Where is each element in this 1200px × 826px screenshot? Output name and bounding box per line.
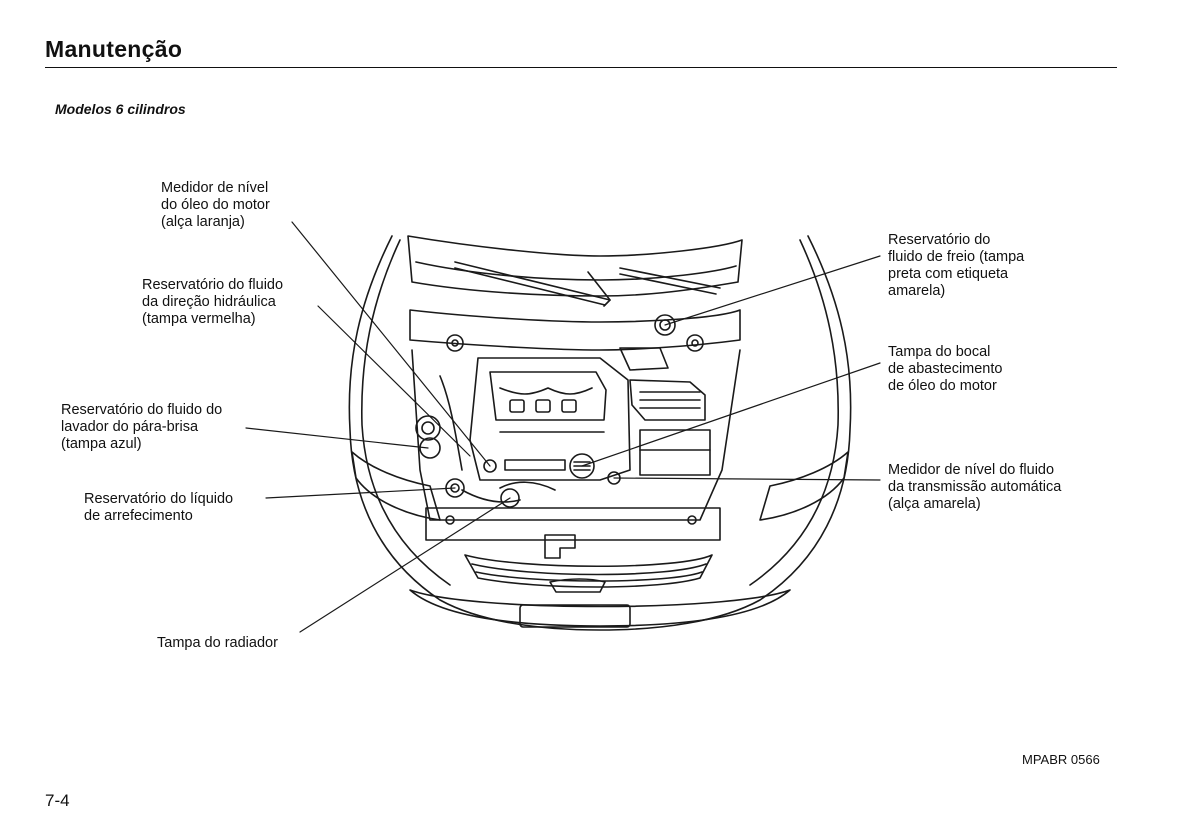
callout-brake-fluid-reservoir: Reservatório do fluido de freio (tampa p… <box>888 232 1024 300</box>
leader-brake <box>664 255 881 326</box>
callout-power-steering-reservoir: Reservatório do fluido da direção hidráu… <box>142 277 283 328</box>
callout-line: Reservatório do fluido do <box>61 402 223 418</box>
leader-washer <box>245 427 429 449</box>
callout-line: amarela) <box>888 283 946 299</box>
wiper-left <box>454 261 611 301</box>
engine-bay-outline <box>411 349 741 521</box>
page-title: Manutenção <box>45 36 183 62</box>
cowl <box>409 309 741 351</box>
callout-line: Reservatório do líquido <box>84 491 234 507</box>
hood-latch <box>544 534 576 559</box>
engine-block <box>469 357 631 481</box>
callout-line: de abastecimento <box>888 361 1003 377</box>
callout-line: Medidor de nível <box>161 180 269 196</box>
leader-oil-filler <box>581 362 881 467</box>
radiator-support <box>425 507 721 541</box>
callout-line: Tampa do radiador <box>157 635 278 651</box>
oil-dipstick-handle <box>483 459 497 473</box>
oil-filler-cap <box>569 453 595 479</box>
callout-line: Reservatório do <box>888 232 991 248</box>
callout-line: preta com etiqueta <box>888 266 1009 282</box>
grille <box>464 554 713 588</box>
callout-line: Medidor de nível do fluido <box>888 462 1055 478</box>
wiper-right <box>619 267 721 289</box>
leader-oil-dipstick <box>291 221 491 467</box>
front-bumper <box>409 589 791 627</box>
leader-atf <box>613 477 881 481</box>
title-divider <box>45 67 1117 68</box>
washer-reservoir-cap <box>415 415 441 441</box>
brake-reservoir-cap <box>654 314 676 336</box>
figure-code: MPABR 0566 <box>1022 752 1100 767</box>
callout-line: (alça amarela) <box>888 496 981 512</box>
battery <box>639 429 711 476</box>
callout-line: (alça laranja) <box>161 214 245 230</box>
callout-line: fluido de freio (tampa <box>888 249 1025 265</box>
callout-line: de óleo do motor <box>888 378 997 394</box>
callout-line: da transmissão automática <box>888 479 1062 495</box>
callout-atf-dipstick: Medidor de nível do fluido da transmissã… <box>888 462 1061 513</box>
callout-washer-reservoir: Reservatório do fluido do lavador do pár… <box>61 402 222 453</box>
callout-oil-filler-cap: Tampa do bocal de abastecimento de óleo … <box>888 344 1002 395</box>
section-heading: Modelos 6 cilindros <box>55 101 186 117</box>
callout-radiator-cap: Tampa do radiador <box>157 635 278 652</box>
callout-line: de arrefecimento <box>84 508 193 524</box>
air-intake <box>629 379 706 421</box>
callout-line: do óleo do motor <box>161 197 270 213</box>
leader-radiator <box>299 497 511 633</box>
callout-line: Tampa do bocal <box>888 344 991 360</box>
hood <box>407 235 743 297</box>
callout-line: da direção hidráulica <box>142 294 276 310</box>
callout-line: (tampa vermelha) <box>142 311 256 327</box>
radiator-cap <box>500 488 520 508</box>
license-plate-area <box>519 604 631 628</box>
callout-line: (tampa azul) <box>61 436 142 452</box>
car-body-outline <box>348 235 852 631</box>
callout-coolant-reservoir: Reservatório do líquido de arrefecimento <box>84 491 233 525</box>
page-number: 7-4 <box>45 791 70 810</box>
headlight-right <box>759 451 849 521</box>
callout-line: Reservatório do fluido <box>142 277 284 293</box>
callout-engine-oil-dipstick: Medidor de nível do óleo do motor (alça … <box>161 180 270 231</box>
callout-line: lavador do pára-brisa <box>61 419 199 435</box>
leader-power-steering <box>317 305 471 457</box>
leader-coolant <box>265 487 456 499</box>
